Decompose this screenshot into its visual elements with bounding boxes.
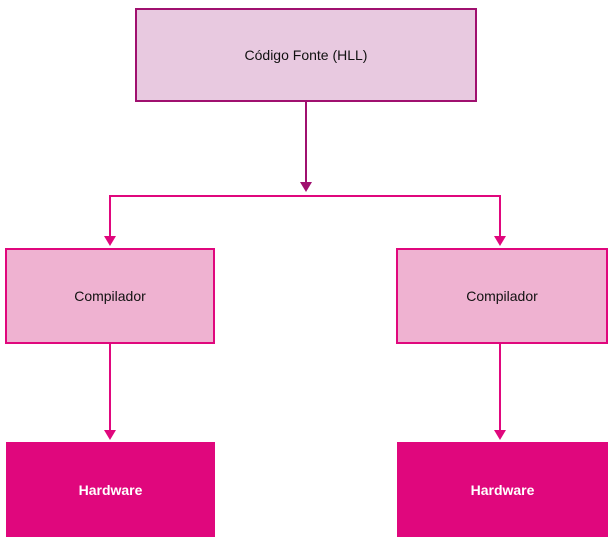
arrowhead-compiler-right bbox=[494, 236, 506, 246]
arrowhead-hardware-right bbox=[494, 430, 506, 440]
hardware-label-left: Hardware bbox=[78, 481, 143, 498]
source-code-label: Código Fonte (HLL) bbox=[244, 47, 368, 63]
hardware-node-left: Hardware bbox=[6, 442, 215, 537]
arrowhead-hardware-left bbox=[104, 430, 116, 440]
hardware-label-right: Hardware bbox=[470, 481, 535, 498]
compiler-node-left: Compilador bbox=[5, 248, 215, 344]
compiler-node-right: Compilador bbox=[396, 248, 608, 344]
hardware-node-right: Hardware bbox=[397, 442, 608, 537]
arrowhead-source-trunk bbox=[300, 182, 312, 192]
compiler-label-left: Compilador bbox=[74, 288, 146, 304]
compiler-label-right: Compilador bbox=[466, 288, 538, 304]
arrowhead-compiler-left bbox=[104, 236, 116, 246]
source-code-node: Código Fonte (HLL) bbox=[135, 8, 477, 102]
